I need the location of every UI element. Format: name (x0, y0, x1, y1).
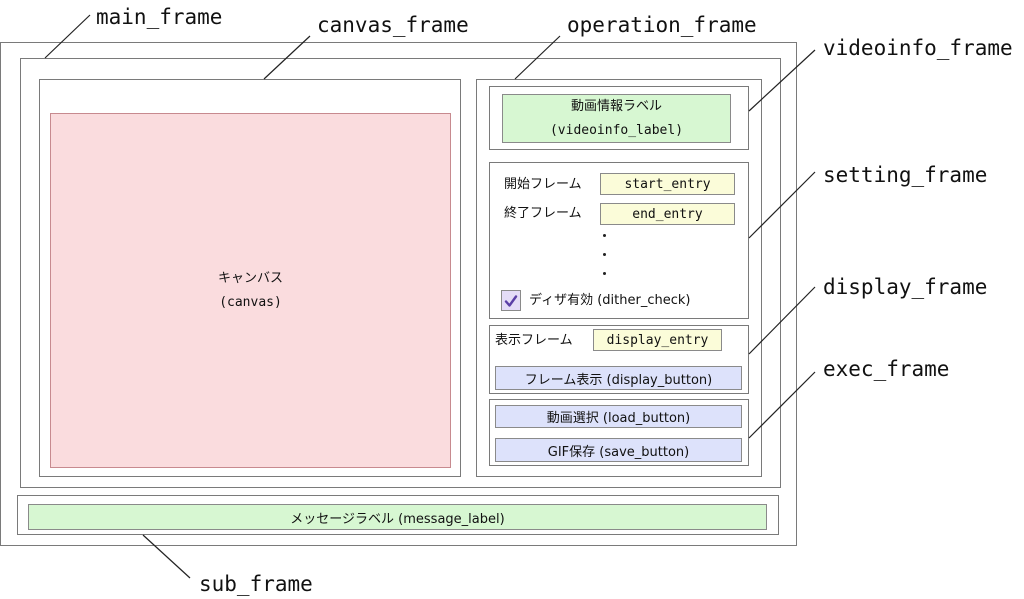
canvas-label-jp: キャンバス (217, 270, 283, 286)
dither-checkbox[interactable] (501, 290, 521, 311)
videoinfo-label: 動画情報ラベル (videoinfo_label) (502, 94, 731, 143)
dither-check-text: ディザ有効 (dither_check) (529, 293, 691, 308)
end-frame-label: 終了フレーム (504, 206, 582, 221)
message-label: メッセージラベル (message_label) (28, 504, 767, 530)
exec-frame-title: exec_frame (823, 357, 950, 381)
sub-frame-title: sub_frame (199, 572, 313, 596)
canvas-label-id: (canvas) (219, 294, 282, 310)
display-entry[interactable]: display_entry (593, 329, 722, 351)
leader-videoinfo-frame (748, 49, 816, 112)
main-frame-title: main_frame (96, 5, 223, 29)
load-button[interactable]: 動画選択 (load_button) (495, 405, 742, 428)
videoinfo-label-id: (videoinfo_label) (549, 122, 684, 138)
end-entry[interactable]: end_entry (600, 203, 735, 225)
save-button[interactable]: GIF保存 (save_button) (495, 438, 742, 462)
setting-frame-title: setting_frame (823, 163, 988, 187)
operation-frame-title: operation_frame (567, 13, 757, 37)
display-frame-label: 表示フレーム (495, 333, 573, 348)
start-frame-label: 開始フレーム (504, 177, 582, 192)
leader-canvas-frame (263, 35, 311, 80)
start-entry[interactable]: start_entry (600, 173, 735, 195)
leader-main-frame (44, 14, 91, 59)
dither-check-label: ディザ有効 (dither_check) (529, 294, 690, 307)
display-frame-title: display_frame (823, 275, 988, 299)
leader-operation-frame (514, 35, 561, 80)
ellipsis-dot-1 (603, 234, 606, 237)
checkmark-icon (504, 294, 518, 307)
videoinfo-frame-title: videoinfo_frame (823, 36, 1013, 60)
canvas[interactable]: キャンバス (canvas) (50, 113, 451, 468)
display-button[interactable]: フレーム表示 (display_button) (495, 366, 742, 390)
videoinfo-label-jp: 動画情報ラベル (570, 98, 662, 114)
leader-sub-frame (142, 534, 191, 579)
canvas-frame-title: canvas_frame (317, 13, 469, 37)
ellipsis-dot-2 (603, 253, 606, 256)
leader-setting-frame (748, 171, 816, 239)
leader-display-frame (748, 286, 816, 355)
leader-exec-frame (748, 371, 816, 439)
ellipsis-dot-3 (603, 272, 606, 275)
